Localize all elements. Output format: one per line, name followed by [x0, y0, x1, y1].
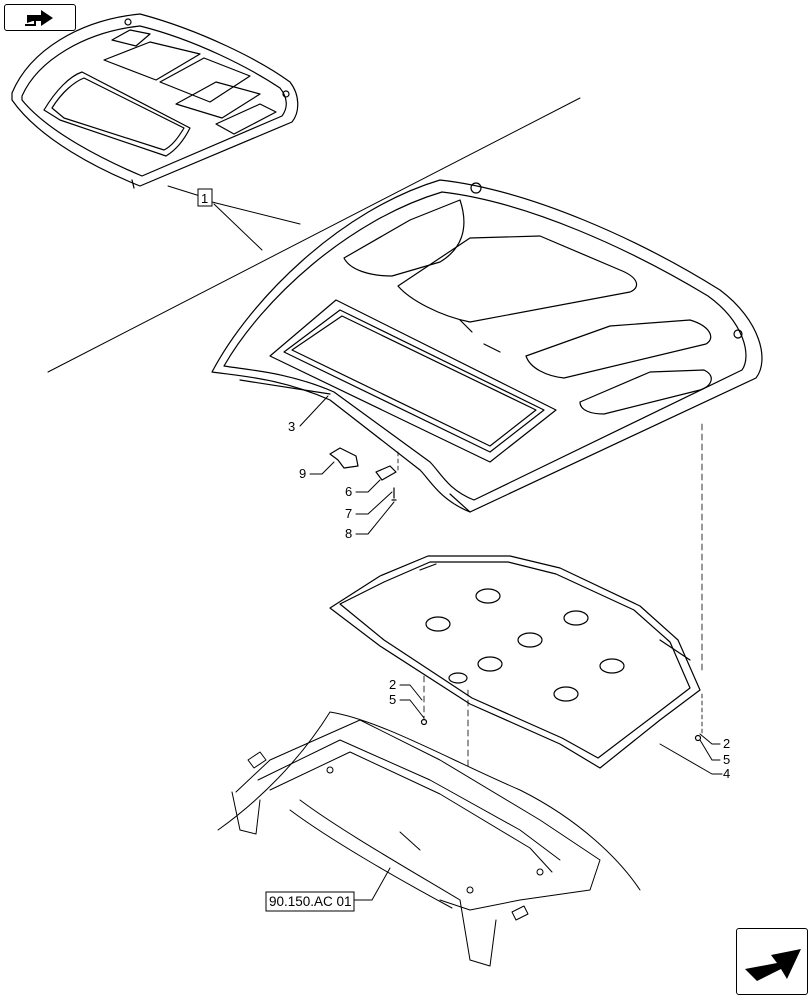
separator-line — [47, 97, 581, 373]
callout-8: 8 — [345, 526, 352, 541]
cab-frame-drawing — [217, 711, 641, 967]
svg-text:90.150.AC 01: 90.150.AC 01 — [269, 894, 352, 909]
callout-1: 1 — [197, 188, 213, 207]
callout-7: 7 — [345, 506, 352, 521]
roof-liner-drawing — [211, 179, 763, 513]
callout-5-right: 5 — [723, 752, 730, 767]
part-6-clip — [375, 465, 397, 481]
arrow-back-icon — [25, 10, 53, 26]
callout-9: 9 — [299, 466, 306, 481]
callout-5-left: 5 — [389, 692, 396, 707]
headliner-plate-drawing — [329, 555, 702, 769]
callout-2-left: 2 — [389, 677, 396, 692]
svg-text:1: 1 — [201, 191, 208, 206]
arrow-forward-icon — [745, 949, 801, 981]
previous-page-button[interactable] — [4, 4, 76, 31]
callout-4: 4 — [723, 766, 730, 781]
callout-6: 6 — [345, 484, 352, 499]
callout-3: 3 — [288, 419, 295, 434]
callout-2-right: 2 — [723, 736, 730, 751]
next-page-button[interactable] — [736, 928, 808, 995]
reference-link-90-150-ac-01[interactable]: 90.150.AC 01 — [265, 891, 355, 912]
overview-roof-drawing — [11, 13, 299, 189]
part-9-bracket — [329, 447, 359, 469]
